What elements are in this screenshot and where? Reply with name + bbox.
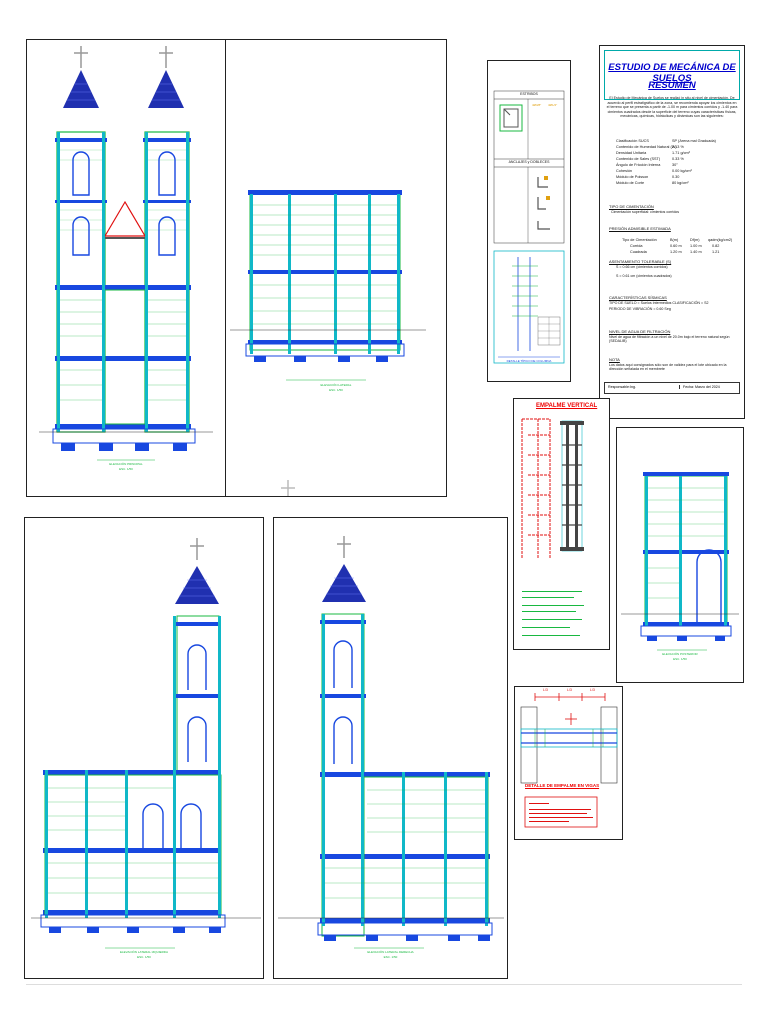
settlement-line: S = 0.66 cm (cimientos corridos) (616, 265, 668, 269)
soil-property-row: Módulo de Poisson 0.30 (616, 175, 679, 179)
bearing-cell: 1.40 m (690, 250, 702, 254)
seismic-heading: CARACTERÍSTICAS SÍSMICAS (609, 295, 667, 300)
foundation-type-text: Cimentación superficial: cimientos corri… (611, 210, 680, 214)
bearing-col: B(m) (670, 238, 679, 242)
left-elevation-drawing (31, 538, 261, 949)
property-value: 0.33 % (672, 157, 684, 161)
soil-property-row: Clasificación SUCS SP (Arena mal Graduada… (616, 139, 716, 143)
hook-label: 4Ø1/2" (548, 103, 558, 107)
soil-study-sheet: ESTUDIO DE MECÁNICA DE SUELOS RESUMEN El… (599, 45, 745, 419)
property-label: Módulo de Corte (616, 181, 645, 185)
column-detail-drawing (493, 90, 565, 364)
property-value: 2.13 % (672, 145, 684, 149)
bearing-row: Corrida 0.60 m 1.00 m 0.82 (630, 244, 719, 248)
soil-property-row: Módulo de Corte 80 kg/cm² (616, 181, 689, 185)
beam-splice-title: DETALLE DE EMPALME EN VIGAS (525, 783, 600, 788)
scale-label: ESC. 1/50 (383, 955, 398, 959)
dim-label: L/3 (567, 688, 572, 692)
settlement-line: S = 0.61 cm (cimientos cuadrados) (616, 274, 672, 278)
bearing-cell: 1.21 (712, 250, 720, 254)
elevation-sheet-left: ELEVACIÓN LATERAL IZQUIERDA ESC. 1/50 (24, 517, 264, 979)
scale-label: ESC. 1/50 (329, 388, 343, 392)
stirrups-title: ESTRIBOS (520, 92, 538, 96)
elevation-caption: ELEVACIÓN PRINCIPAL (109, 462, 143, 466)
bearing-heading: PRESIÓN ADMISIBLE ESTIMADA (609, 226, 671, 231)
bearing-cell: 1.20 m (670, 250, 682, 254)
note-heading: NOTA (609, 357, 620, 362)
footer-date: Fecha: Marzo del 2024 (679, 385, 720, 389)
elevation-caption: ELEVACIÓN POSTERIOR (662, 652, 698, 656)
property-value: 0.00 kg/cm² (672, 169, 692, 173)
soil-study-footer: Responsable:Ing. Fecha: Marzo del 2024 (604, 382, 740, 394)
property-value: SP (Arena mal Graduada) (672, 139, 716, 143)
soil-study-intro: El Estudio de Mecánica de Suelos se real… (606, 96, 738, 119)
elevation-caption: ELEVACIÓN LATERAL IZQUIERDA (120, 950, 168, 954)
bearing-cell: Cuadrada (630, 250, 647, 254)
soil-property-row: Contenido de Sales (SST) 0.33 % (616, 157, 684, 161)
column-detail-sheet: ESTRIBOS ANCLAJES y DOBLECES 4Ø3/8" 4Ø1/… (487, 60, 571, 382)
scale-label: ESC. 1/50 (137, 955, 151, 959)
soil-study-title: ESTUDIO DE MECÁNICA DE SUELOS (608, 62, 736, 84)
foundation-type-heading: TIPO DE CIMENTACIÓN (609, 204, 654, 209)
property-value: 1.71 g/cm³ (672, 151, 690, 155)
hook-label: 4Ø3/8" (532, 103, 542, 107)
property-value: 30° (672, 163, 678, 167)
side-elevation-drawing (230, 190, 426, 496)
rear-elevation-drawing (621, 472, 739, 651)
soil-property-row: Contenido de Humedad Natural (W)2.13 % (616, 145, 684, 149)
property-label: Densidad Unitaria (616, 151, 647, 155)
elevation-sheet-side: ELEVACIÓN LATERAL ESC. 1/50 (225, 39, 447, 497)
vertical-splice-sheet: EMPALME VERTICAL (513, 398, 610, 650)
anchorage-title: ANCLAJES y DOBLECES (508, 160, 550, 164)
seismic-line: TIPO DE SUELO = Suelos Intermedios CLASI… (609, 301, 709, 305)
property-label: Clasificación SUCS (616, 139, 649, 143)
beam-splice-sheet: L/3 L/3 L/3 DETALLE DE EMPALME EN VIGAS (514, 686, 623, 840)
property-label: Contenido de Humedad Natural (W) (616, 145, 677, 149)
elevation-sheet-rear: ELEVACIÓN POSTERIOR ESC. 1/50 (616, 427, 744, 683)
water-text: Nivel de agua de filtración a un nivel d… (609, 335, 730, 344)
vertical-splice-drawing (521, 418, 584, 636)
scale-label: ESC. 1/50 (673, 657, 687, 661)
seismic-line: PERIODO DE VIBRACIÓN = 0.60 Seg (609, 307, 671, 311)
elevation-caption: ELEVACIÓN LATERAL DERECHA (367, 950, 414, 954)
settlement-heading: ASENTAMIENTO TOLERABLE (S) (609, 259, 672, 264)
property-label: Módulo de Poisson (616, 175, 649, 179)
soil-study-subtitle: RESUMEN (648, 80, 696, 91)
bearing-cell: 1.00 m (690, 244, 702, 248)
elevation-caption: ELEVACIÓN LATERAL (320, 383, 352, 387)
bearing-col: qadm(kg/cm2) (708, 238, 733, 242)
elevation-sheet-front: ELEVACIÓN PRINCIPAL ESC. 1/50 (26, 39, 226, 497)
front-elevation-drawing (39, 46, 213, 461)
bearing-cell: Corrida (630, 244, 643, 248)
footer-responsible: Responsable:Ing. (608, 385, 636, 389)
bearing-cell: 0.82 (712, 244, 720, 248)
right-elevation-drawing (278, 536, 504, 949)
bearing-header-row: Tipo de Cimentación B(m) Df(m) qadm(kg/c… (622, 238, 732, 242)
detail-caption: DETALLE TÍPICO DE COLUMNA (506, 359, 552, 363)
property-label: Ángulo de Fricción Interna (616, 163, 661, 167)
bearing-row: Cuadrada 1.20 m 1.40 m 1.21 (630, 250, 719, 254)
dim-label: L/3 (590, 688, 595, 692)
soil-study-header (604, 50, 740, 100)
bearing-col: Df(m) (690, 238, 700, 242)
dim-label: L/3 (543, 688, 548, 692)
soil-property-row: Cohesión 0.00 kg/cm² (616, 169, 692, 173)
property-label: Cohesión (616, 169, 633, 173)
soil-property-row: Ángulo de Fricción Interna 30° (616, 163, 678, 167)
note-text: Los datos aquí consignados sólo son de v… (609, 363, 727, 372)
beam-splice-drawing (520, 693, 618, 828)
vertical-splice-title: EMPALME VERTICAL (536, 403, 598, 409)
property-label: Contenido de Sales (SST) (616, 157, 661, 161)
bearing-cell: 0.60 m (670, 244, 682, 248)
page-divider (26, 984, 742, 985)
water-heading: NIVEL DE AGUA DE FILTRACIÓN (609, 329, 671, 334)
property-value: 80 kg/cm² (672, 181, 689, 185)
scale-label: ESC. 1/50 (119, 467, 133, 471)
soil-property-row: Densidad Unitaria 1.71 g/cm³ (616, 151, 690, 155)
property-value: 0.30 (672, 175, 680, 179)
bearing-col: Tipo de Cimentación (622, 238, 657, 242)
elevation-sheet-right: ELEVACIÓN LATERAL DERECHA ESC. 1/50 (273, 517, 508, 979)
